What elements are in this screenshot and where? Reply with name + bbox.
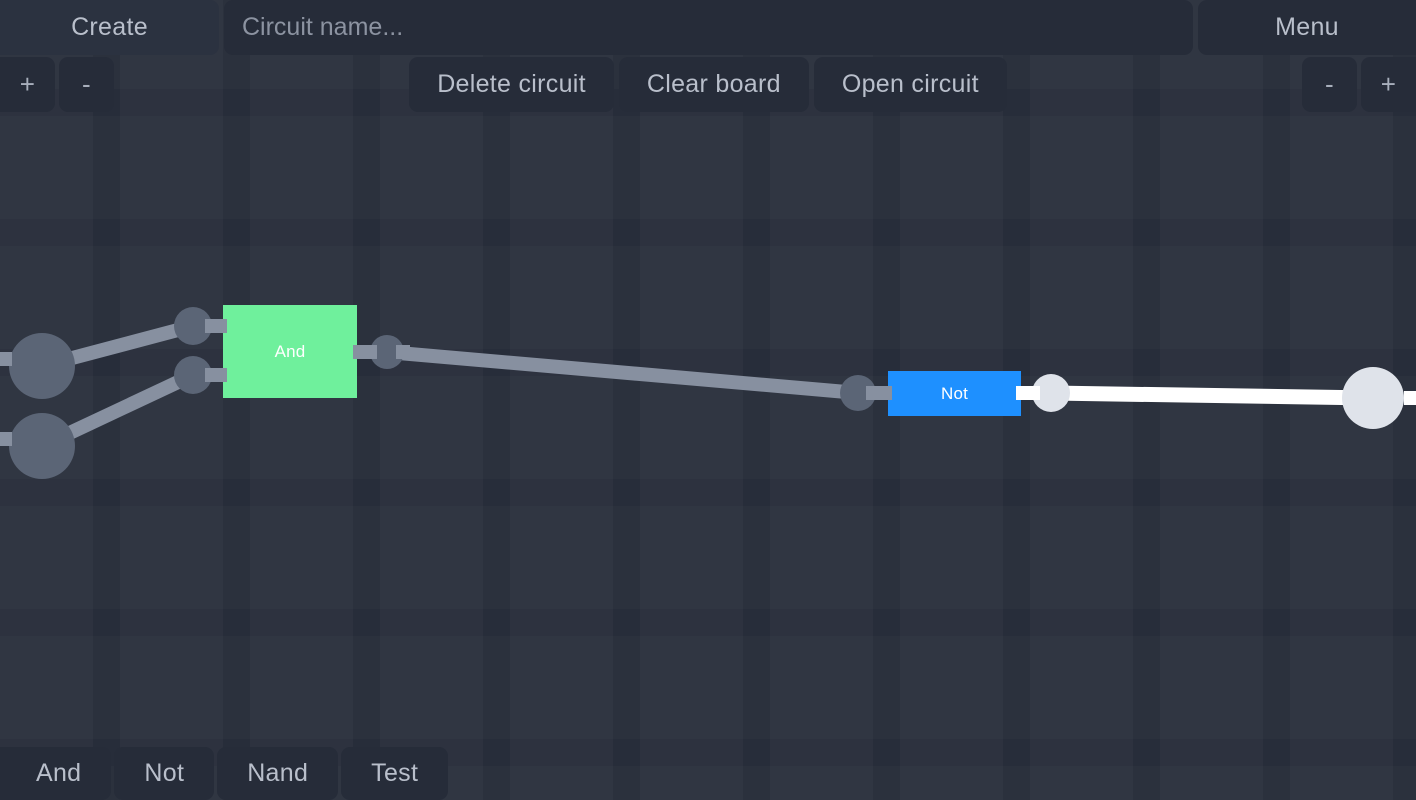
toolbar-second-row: + - Delete circuit Clear board Open circ…: [0, 57, 1416, 112]
gate-palette: And Not Nand Test: [0, 740, 449, 800]
toolbar-top-row: Create Menu: [0, 0, 1416, 55]
toolbar-spacer-right: [1012, 57, 1302, 112]
menu-button[interactable]: Menu: [1198, 0, 1416, 55]
gate-and[interactable]: And: [223, 305, 357, 398]
node-input-a[interactable]: [9, 333, 75, 399]
zoom-out-button-left[interactable]: -: [59, 57, 114, 112]
zoom-in-button-right[interactable]: +: [1361, 57, 1416, 112]
open-circuit-button[interactable]: Open circuit: [813, 57, 1007, 112]
toolbar-second-center: Delete circuit Clear board Open circuit: [114, 57, 1302, 112]
wire-stub-3: [205, 368, 227, 382]
wire-stub-6: [866, 386, 892, 400]
delete-circuit-button[interactable]: Delete circuit: [409, 57, 614, 112]
wire-stub-0: [0, 352, 12, 366]
palette-item-nand[interactable]: Nand: [217, 747, 339, 800]
zoom-out-button-right[interactable]: -: [1302, 57, 1357, 112]
wire-stub-1: [0, 432, 12, 446]
clear-board-button[interactable]: Clear board: [618, 57, 809, 112]
palette-item-and[interactable]: And: [0, 747, 112, 800]
wire-stub-7: [1016, 386, 1040, 400]
create-button[interactable]: Create: [0, 0, 219, 55]
zoom-in-button-left[interactable]: +: [0, 57, 55, 112]
node-output-probe[interactable]: [1342, 367, 1404, 429]
wire-stub-5: [396, 345, 410, 359]
wire-stub-2: [205, 319, 227, 333]
wire-stub-8: [1404, 391, 1416, 405]
wire-not-out-to-probe[interactable]: [1050, 385, 1374, 406]
gate-not-label: Not: [940, 383, 969, 403]
palette-item-test[interactable]: Test: [341, 747, 449, 800]
wire-and-out-to-not-in[interactable]: [386, 345, 859, 400]
circuit-name-input[interactable]: [224, 0, 1193, 55]
palette-item-not[interactable]: Not: [114, 747, 215, 800]
toolbar-spacer-left: [114, 57, 404, 112]
gate-not[interactable]: Not: [888, 371, 1021, 416]
node-input-b[interactable]: [9, 413, 75, 479]
gate-and-label: And: [274, 341, 306, 361]
wire-stub-4: [353, 345, 377, 359]
